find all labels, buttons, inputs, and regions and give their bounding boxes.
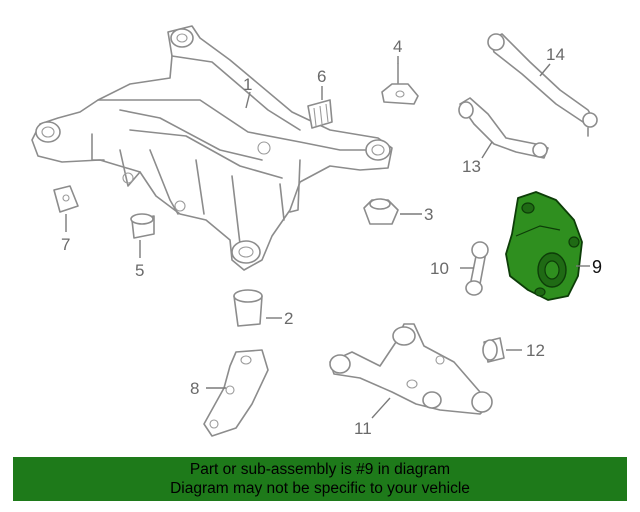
callout-13[interactable]: 13 xyxy=(462,157,481,176)
leader-13 xyxy=(481,141,493,159)
part-5-bushing[interactable] xyxy=(130,213,155,239)
callout-10[interactable]: 10 xyxy=(430,259,449,278)
callout-7[interactable]: 7 xyxy=(61,235,70,254)
part-3-mount[interactable] xyxy=(363,198,399,225)
callout-2[interactable]: 2 xyxy=(284,309,293,328)
callout-11[interactable]: 11 xyxy=(354,419,372,438)
part-6-bushing[interactable] xyxy=(307,99,333,129)
part-11-lower-arm[interactable] xyxy=(329,323,493,415)
part-13-upper-arm[interactable] xyxy=(458,97,549,159)
callout-9[interactable]: 9 xyxy=(592,257,602,277)
part-12-bushing[interactable] xyxy=(482,337,505,363)
callout-5[interactable]: 5 xyxy=(135,261,144,280)
banner-line-disclaimer: Diagram may not be specific to your vehi… xyxy=(170,480,470,497)
callout-8[interactable]: 8 xyxy=(190,379,199,398)
callout-14[interactable]: 14 xyxy=(546,45,565,64)
part-9-knuckle[interactable] xyxy=(505,191,583,301)
part-8-bracket[interactable] xyxy=(203,349,269,437)
part-4-bracket[interactable] xyxy=(381,63,419,105)
callout-3[interactable]: 3 xyxy=(424,205,433,224)
part-1-subframe[interactable] xyxy=(31,25,393,271)
leader-1 xyxy=(245,91,251,109)
part-10-link[interactable] xyxy=(465,241,489,296)
callout-4[interactable]: 4 xyxy=(393,37,402,56)
parts-diagram: 1 2 3 4 5 6 7 8 9 10 11 12 13 14 xyxy=(31,25,602,438)
part-2-bushing[interactable] xyxy=(233,289,263,327)
callout-1[interactable]: 1 xyxy=(243,75,252,94)
callout-6[interactable]: 6 xyxy=(317,67,326,86)
info-banner: Part or sub-assembly is #9 in diagram Di… xyxy=(13,457,627,501)
leader-14 xyxy=(539,63,551,77)
part-7-clip[interactable] xyxy=(53,185,79,213)
part-14-trailing-arm[interactable] xyxy=(487,33,598,137)
banner-line-part: Part or sub-assembly is #9 in diagram xyxy=(189,461,451,478)
leader-11 xyxy=(371,397,391,419)
callout-12[interactable]: 12 xyxy=(526,341,545,360)
